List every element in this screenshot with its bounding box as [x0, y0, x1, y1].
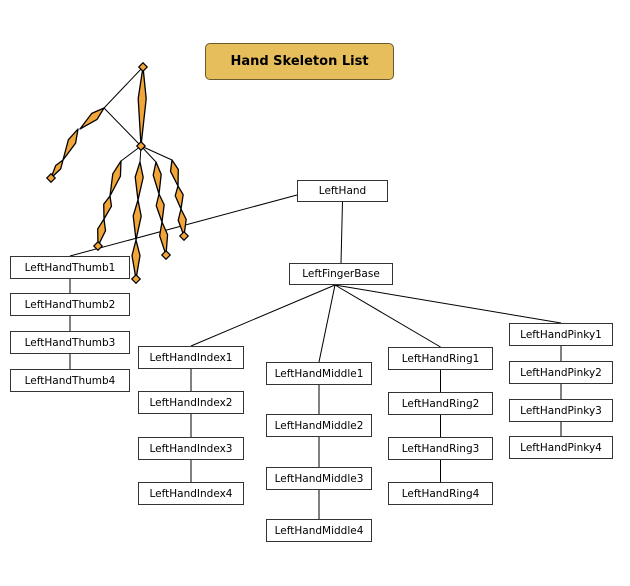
node-thumb3: LeftHandThumb3	[10, 331, 130, 354]
node-fingerbase: LeftFingerBase	[289, 263, 393, 285]
ring-bone-2	[155, 193, 165, 223]
node-middle2: LeftHandMiddle2	[266, 414, 372, 437]
node-ring4: LeftHandRing4	[388, 482, 493, 505]
hand-skeleton-illustration	[45, 61, 190, 285]
node-pinky1: LeftHandPinky1	[509, 323, 613, 346]
node-hand: LeftHand	[297, 180, 388, 202]
node-ring3: LeftHandRing3	[388, 437, 493, 460]
node-index2: LeftHandIndex2	[138, 391, 244, 414]
ring-bone-1	[152, 161, 162, 195]
index-bone-1	[109, 160, 122, 197]
ring-palm-line	[140, 145, 157, 163]
pinky-palm-line	[140, 145, 173, 161]
forearm-bone	[137, 66, 147, 147]
node-pinky4: LeftHandPinky4	[509, 436, 613, 459]
pinky-bone-1	[169, 159, 179, 187]
wrist-joint	[137, 61, 149, 73]
node-thumb1: LeftHandThumb1	[10, 256, 130, 279]
node-middle1: LeftHandMiddle1	[266, 362, 372, 385]
edge-hand-fingerbase	[340, 201, 343, 264]
edge-fingerbase-pinky1	[334, 284, 562, 324]
node-pinky2: LeftHandPinky2	[509, 361, 613, 384]
thumb-bone-1	[79, 107, 105, 130]
edge-fingerbase-middle1	[318, 284, 336, 363]
thumb-base-line	[103, 66, 144, 109]
middle-bone-3	[131, 239, 141, 280]
node-ring2: LeftHandRing2	[388, 392, 493, 415]
node-index3: LeftHandIndex3	[138, 437, 244, 460]
node-thumb4: LeftHandThumb4	[10, 369, 130, 392]
node-index1: LeftHandIndex1	[138, 346, 244, 369]
ring-bone-3	[158, 221, 169, 256]
node-middle3: LeftHandMiddle3	[266, 467, 372, 490]
palm-joint	[135, 140, 147, 152]
middle-bone-1	[134, 161, 144, 201]
ring-tip-joint	[160, 249, 172, 261]
pinky-bone-2	[174, 185, 184, 210]
middle-bone-2	[132, 199, 142, 241]
edge-fingerbase-ring1	[334, 284, 441, 348]
node-ring1: LeftHandRing1	[388, 347, 493, 370]
edge-layer	[69, 194, 562, 519]
thumb-link-line	[103, 107, 142, 147]
pinky-tip-joint	[178, 230, 190, 242]
thumb-bone-2	[62, 128, 79, 161]
index-tip-joint	[92, 240, 104, 252]
thumb-tip-joint	[45, 172, 57, 184]
node-pinky3: LeftHandPinky3	[509, 399, 613, 422]
node-index4: LeftHandIndex4	[138, 482, 244, 505]
diagram-title: Hand Skeleton List	[205, 43, 394, 80]
index-bone-2	[103, 195, 113, 220]
node-middle4: LeftHandMiddle4	[266, 519, 372, 542]
middle-tip-joint	[130, 273, 142, 285]
node-thumb2: LeftHandThumb2	[10, 293, 130, 316]
index-palm-line	[120, 145, 142, 162]
edge-fingerbase-index1	[190, 284, 336, 347]
